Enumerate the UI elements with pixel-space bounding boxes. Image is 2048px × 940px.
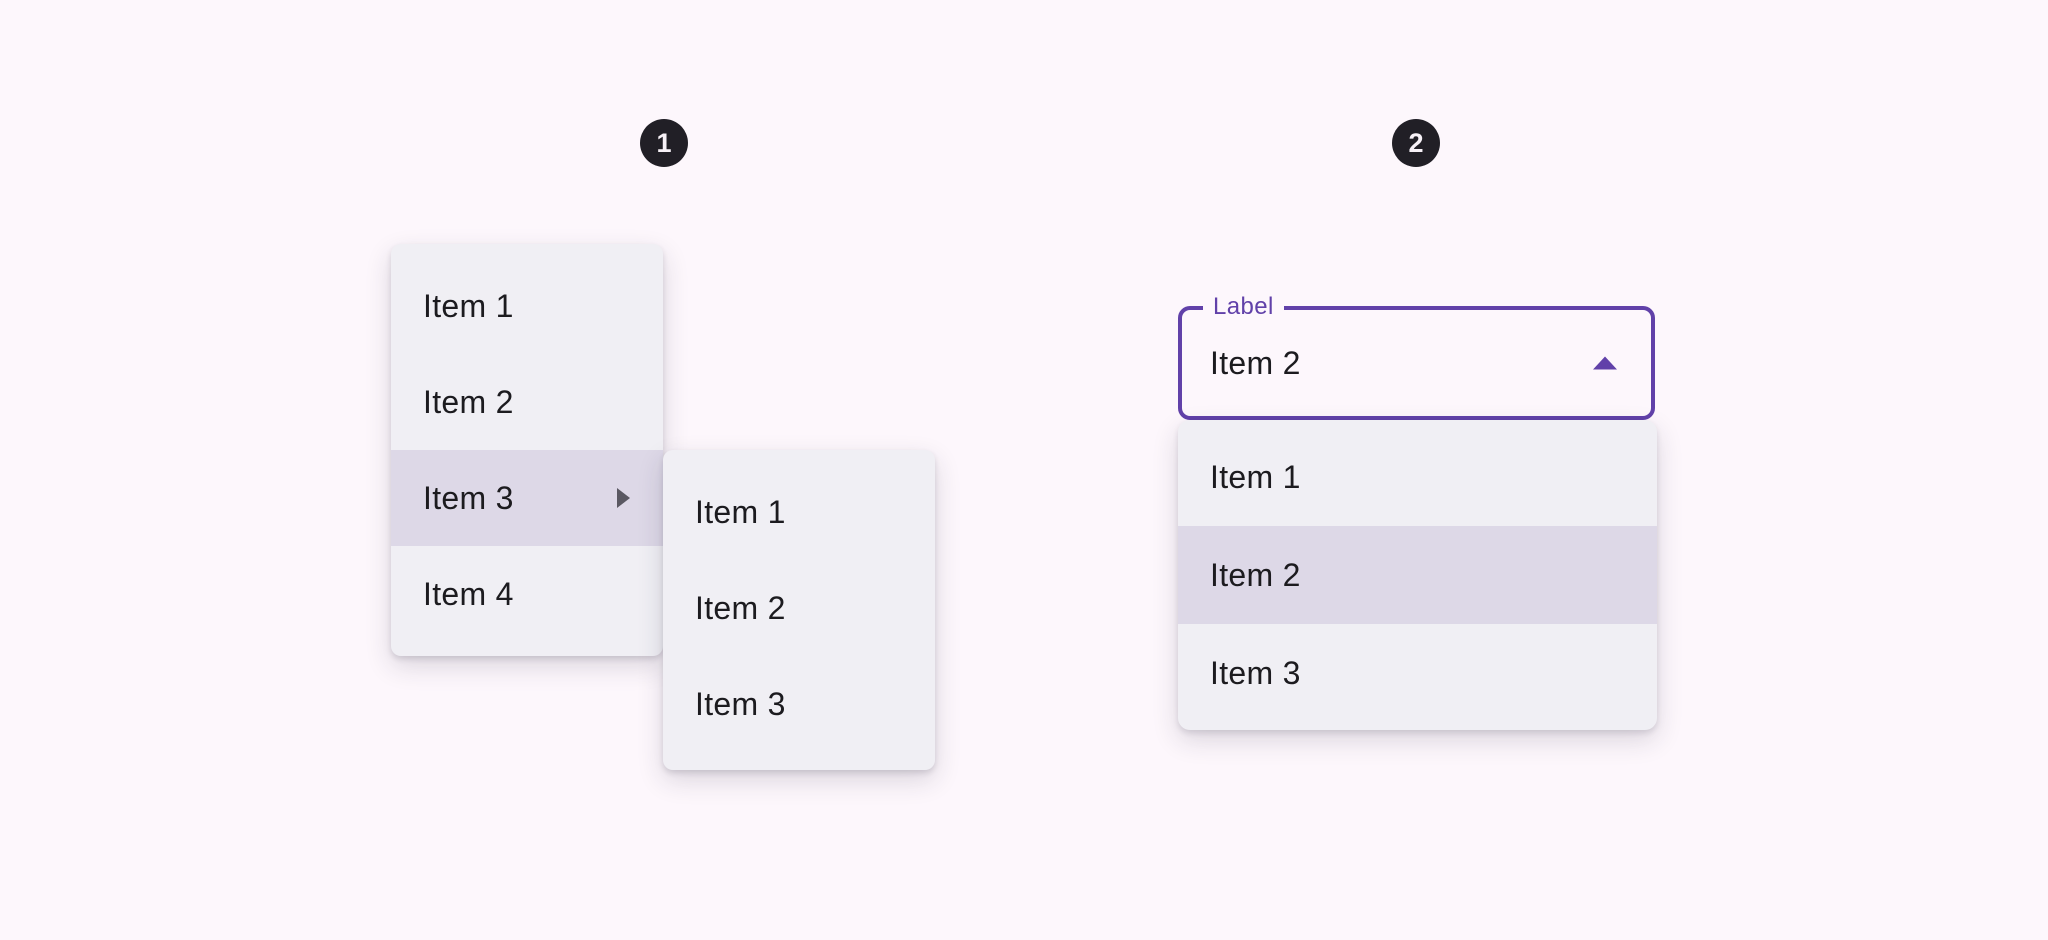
select-field[interactable]: Label Item 2 [1178, 293, 1655, 420]
submenu-item-1[interactable]: Item 1 [663, 464, 935, 560]
select-floating-label: Label [1203, 293, 1284, 321]
menu-item-label: Item 3 [423, 479, 514, 516]
menu-item-3[interactable]: Item 3 [391, 450, 663, 546]
select-options-list: Item 1 Item 2 Item 3 [1178, 420, 1657, 730]
submenu-item-2[interactable]: Item 2 [663, 560, 935, 656]
context-menu: Item 1 Item 2 Item 3 Item 4 [391, 244, 663, 656]
submenu-item-label: Item 2 [695, 589, 786, 626]
select-option-3[interactable]: Item 3 [1178, 624, 1657, 722]
option-label: Item 3 [1210, 654, 1301, 691]
submenu-arrow-icon [617, 488, 630, 508]
dropdown-up-arrow-icon [1593, 356, 1617, 370]
submenu-item-label: Item 1 [695, 493, 786, 530]
select-option-2[interactable]: Item 2 [1178, 526, 1657, 624]
select-option-1[interactable]: Item 1 [1178, 428, 1657, 526]
submenu-item-label: Item 3 [695, 685, 786, 722]
menu-item-label: Item 1 [423, 287, 514, 324]
step-1-badge: 1 [640, 119, 688, 167]
step-2-number: 2 [1408, 127, 1424, 158]
option-label: Item 1 [1210, 458, 1301, 495]
select-value: Item 2 [1210, 344, 1301, 381]
step-1-number: 1 [656, 127, 672, 158]
submenu-item-3[interactable]: Item 3 [663, 656, 935, 752]
menu-item-1[interactable]: Item 1 [391, 258, 663, 354]
menu-item-2[interactable]: Item 2 [391, 354, 663, 450]
menu-item-label: Item 2 [423, 383, 514, 420]
submenu: Item 1 Item 2 Item 3 [663, 450, 935, 770]
menu-item-4[interactable]: Item 4 [391, 546, 663, 642]
menu-item-label: Item 4 [423, 575, 514, 612]
step-2-badge: 2 [1392, 119, 1440, 167]
option-label: Item 2 [1210, 556, 1301, 593]
